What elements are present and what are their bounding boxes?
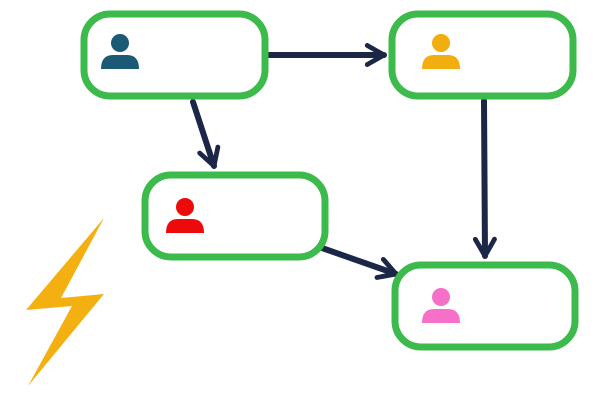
node-4-box [391, 261, 579, 351]
user-icon-body [101, 55, 139, 69]
node-2-box [388, 10, 577, 100]
node-3[interactable] [141, 171, 329, 261]
edge-node1-node3 [190, 99, 221, 169]
user-icon [166, 198, 204, 233]
user-icon [422, 288, 460, 323]
user-icon-head [432, 34, 450, 52]
user-icon [422, 34, 460, 69]
user-icon-head [176, 198, 194, 216]
user-icon-head [432, 288, 450, 306]
node-4[interactable] [391, 261, 579, 351]
connectors [190, 43, 497, 280]
lightning-bolt-icon [26, 218, 104, 386]
user-icon-body [422, 55, 460, 69]
edge-node3-node4 [319, 245, 399, 280]
edge-node2-node4 [472, 98, 497, 259]
user-icon-head [111, 34, 129, 52]
node-1-box [80, 10, 269, 100]
node-3-box [141, 171, 329, 261]
user-icon-body [166, 219, 204, 233]
user-icon-body [422, 309, 460, 323]
node-2[interactable] [388, 10, 577, 100]
user-icon [101, 34, 139, 69]
node-1[interactable] [80, 10, 269, 100]
